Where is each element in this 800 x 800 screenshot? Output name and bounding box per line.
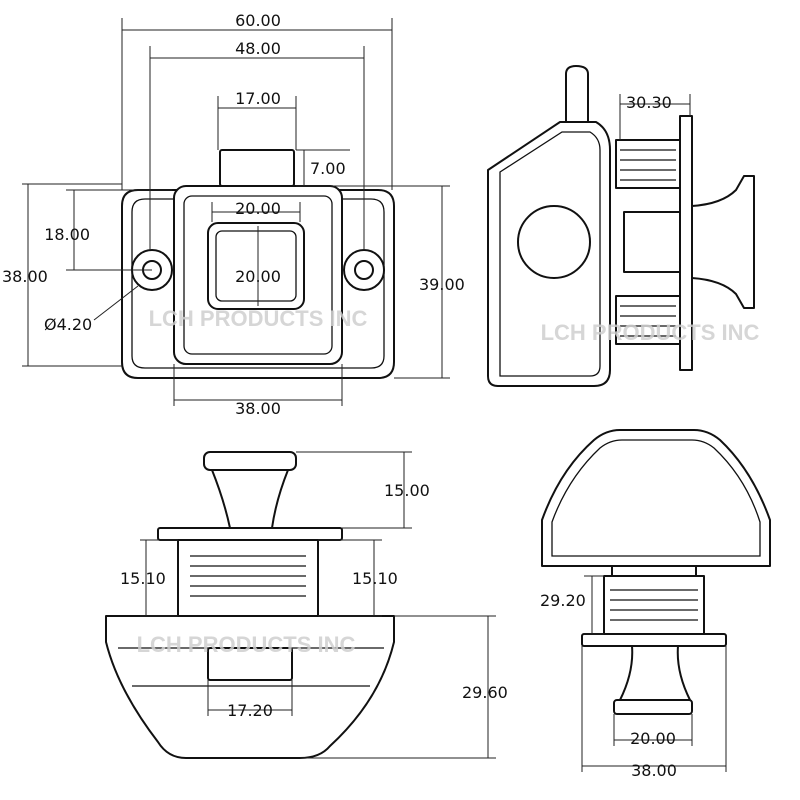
side-view-thread-lines [620,149,676,337]
front-view-dimensions [22,18,450,406]
end-view-thread-lines [610,589,698,621]
dim-depth: 30.30 [626,93,672,112]
dim-thread-right: 15.10 [352,569,398,588]
bottom-view-knob-neck [211,469,289,529]
side-view-housing [487,121,611,387]
front-view-top-tab [219,149,295,187]
dim-height-right: 39.00 [419,275,465,294]
side-view-thread-top [615,139,681,189]
end-view-housing-inner [551,439,761,557]
bottom-view: 15.00 15.10 15.10 17.20 29.60 LCH PRODUC… [105,451,508,759]
dim-tab-height: 7.00 [310,159,346,178]
dim-body-height: 29.60 [462,683,508,702]
dim-thread-height: 29.20 [540,591,586,610]
side-view-shaft [623,211,689,273]
dim-base-width: 38.00 [631,761,677,780]
watermark-front: LCH PRODUCTS INC [149,306,368,331]
end-view-knob-cap [613,699,693,715]
watermark-side: LCH PRODUCTS INC [541,320,760,345]
end-view-knob-neck [619,645,691,701]
bottom-view-knob-cap [203,451,297,471]
dim-thread-left: 15.10 [120,569,166,588]
dim-window-height: 20.00 [235,267,281,286]
side-view-knob [691,175,755,309]
end-view-thread-body [603,575,705,635]
right-mounting-ear [343,249,385,291]
dim-top-tab-width: 17.00 [235,89,281,108]
front-view-window [207,222,305,310]
bottom-view-slot [207,647,293,681]
front-view-plate [121,189,395,379]
dim-hole-diameter: Ø4.20 [44,315,92,334]
dim-hole-spacing: 48.00 [235,39,281,58]
end-view: 29.20 20.00 38.00 [540,429,771,780]
end-view-dimensions [581,575,727,772]
bottom-view-flange [157,527,343,541]
end-view-thread-collar [611,565,697,577]
side-view-housing-inner [499,131,601,377]
bottom-view-thread-body [177,539,319,617]
end-view-housing [541,429,771,567]
front-view-body-inner [183,195,333,355]
side-view-pin [565,65,589,123]
right-mounting-hole [354,260,374,280]
front-view-window-inner [215,230,297,302]
bottom-view-dimensions [140,451,496,759]
front-view: 60.00 48.00 17.00 7.00 20.00 20.00 18.00… [2,11,465,418]
dim-knob-width: 20.00 [630,729,676,748]
end-view-base [581,633,727,647]
front-view-plate-inner [131,198,385,369]
side-view-cam [517,205,591,279]
dim-slot-width: 17.20 [227,701,273,720]
watermark-bottom: LCH PRODUCTS INC [137,632,356,657]
dim-hole-to-top: 18.00 [44,225,90,244]
dim-width-overall: 60.00 [235,11,281,30]
dim-height-overall: 38.00 [2,267,48,286]
dim-window-width: 20.00 [235,199,281,218]
dim-body-width: 38.00 [235,399,281,418]
side-view: 30.30 LCH PRODUCTS INC [487,65,760,387]
bottom-view-thread-lines [190,555,306,597]
dim-knob-height: 15.00 [384,481,430,500]
